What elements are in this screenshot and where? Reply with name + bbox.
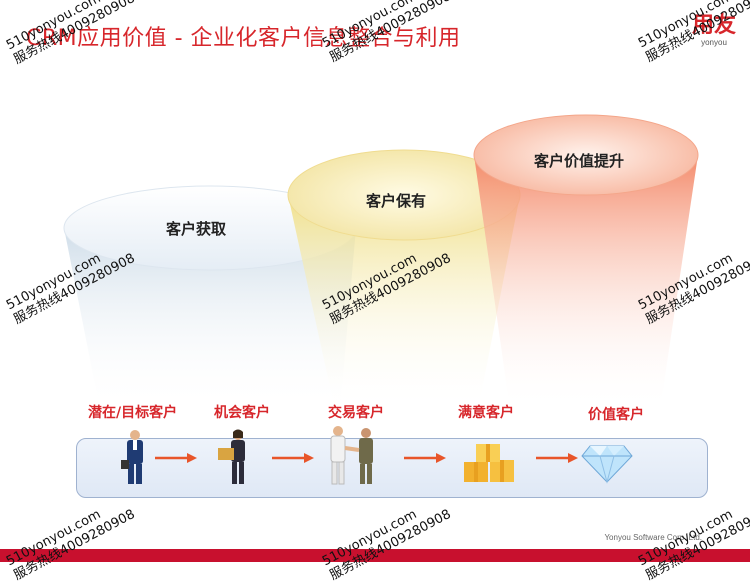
gift-boxes-icon [464,444,514,482]
footer-copyright: Yonyou Software Corp. Ltd. [604,533,702,542]
businessman-icon [121,430,143,484]
cup-retention [287,149,521,410]
yonyou-logo: 用友 yonyou [692,14,736,48]
stage-label-potential: 潜在/目标客户 [88,405,178,421]
cup-label-acquisition: 客户获取 [166,220,227,238]
diamond-icon [581,445,633,484]
logo-name: 用友 [691,13,736,38]
woman-with-box-icon [218,429,245,484]
cup-label-value-increase: 客户价值提升 [534,152,625,170]
cup-acquisition [63,185,357,410]
arrow-right-icon [155,453,197,463]
cup-diagram [63,114,699,410]
cup-value-increase [473,114,699,410]
stage-label-opportunity: 机会客户 [214,405,270,421]
stage-label-transaction: 交易客户 [328,405,384,421]
stage-label-value: 价值客户 [588,407,644,423]
page-title: CRM应用价值 - 企业化客户信息整合与利用 [26,26,461,51]
arrow-right-icon [272,453,314,463]
arrow-right-icon [404,453,446,463]
cup-label-retention: 客户保有 [366,192,427,210]
handshake-icon [330,426,373,485]
logo-sub: yonyou [701,38,727,47]
stage-label-satisfied: 满意客户 [458,405,514,421]
footer-bar [0,549,750,562]
arrow-right-icon [536,453,578,463]
